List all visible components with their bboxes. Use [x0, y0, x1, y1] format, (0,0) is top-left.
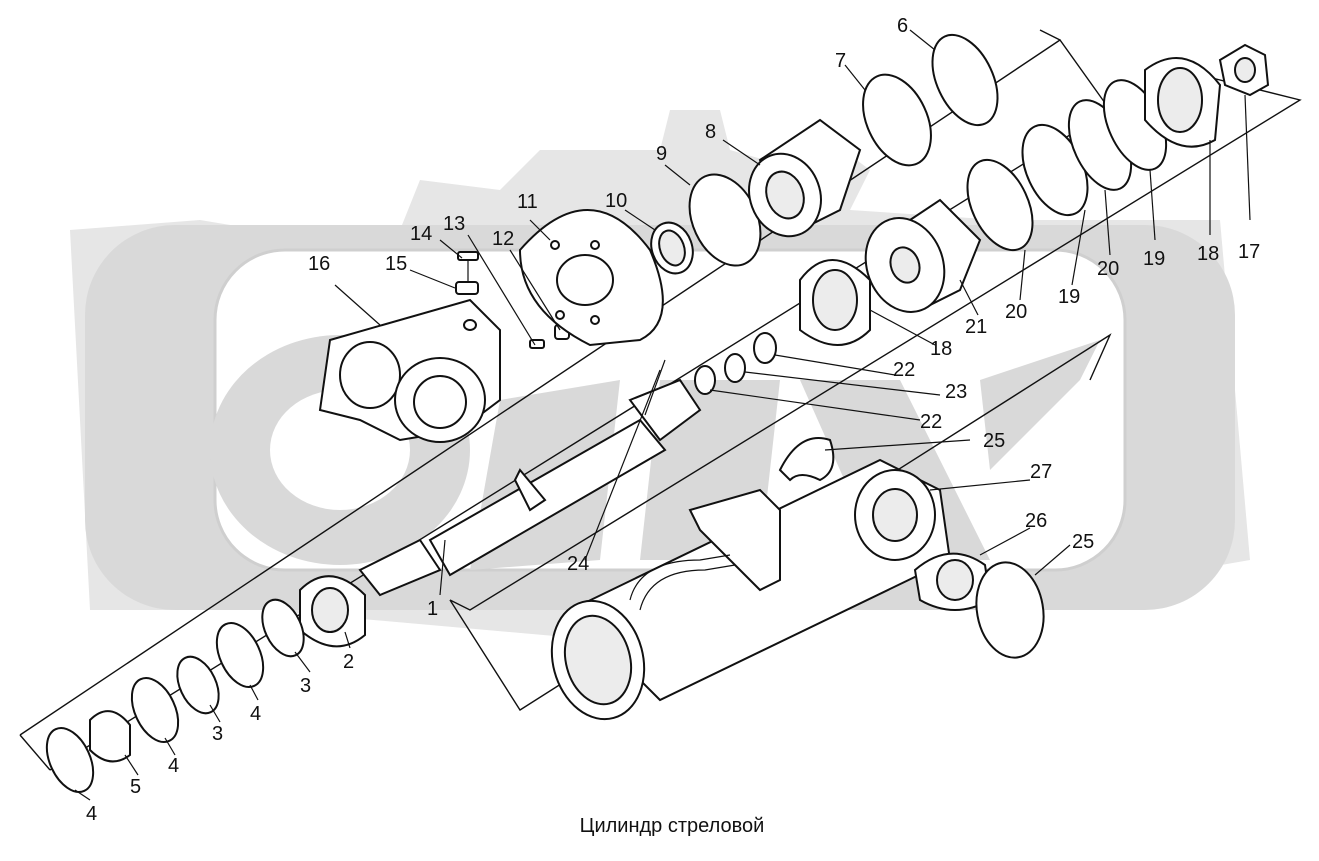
ring-part-10-inner	[658, 229, 686, 267]
rod-part-1	[358, 359, 702, 597]
ring-part-4-b	[130, 677, 180, 743]
seal-part-22-lower	[694, 365, 716, 395]
label-part-24: 24	[567, 553, 589, 575]
clip-part-25-upper	[778, 437, 835, 482]
label-part-23: 23	[945, 381, 967, 403]
cylinder-tube-part-27	[550, 458, 952, 721]
bushing-part-2	[299, 575, 366, 648]
flange-part-11	[518, 209, 664, 347]
ring-part-4-c	[45, 727, 95, 793]
bushing-part-18-upper	[1144, 57, 1222, 148]
ring-part-7	[862, 73, 932, 167]
seal-part-23	[724, 353, 746, 383]
label-part-7: 7	[835, 50, 846, 72]
label-part-5: 5	[130, 776, 141, 798]
bushing-part-18-lower	[799, 259, 871, 346]
label-part-13: 13	[443, 213, 465, 235]
label-part-21: 21	[965, 316, 987, 338]
bushing-part-26	[913, 552, 992, 611]
label-part-25-lower: 25	[1072, 531, 1094, 553]
label-part-26: 26	[1025, 510, 1047, 532]
label-part-16: 16	[308, 253, 330, 275]
clevis-part-16	[318, 298, 501, 443]
label-part-9: 9	[656, 143, 667, 165]
label-part-3-b: 3	[212, 723, 223, 745]
ring-part-6	[931, 33, 999, 127]
ring-part-3-b	[176, 655, 220, 715]
part-number-labels: 6 7 8 9 10 11 12 13 14 15 16 17 18 19 20…	[86, 15, 1260, 825]
label-part-8: 8	[705, 121, 716, 143]
label-part-10: 10	[605, 190, 627, 212]
bushing-part-5	[89, 710, 131, 763]
label-part-20-lower: 20	[1005, 301, 1027, 323]
label-part-4-c: 4	[86, 803, 97, 825]
ring-part-4-a	[215, 622, 265, 688]
label-part-3-a: 3	[300, 675, 311, 697]
gland-part-8	[748, 118, 862, 238]
ring-part-20-a	[966, 158, 1034, 252]
label-part-22-upper: 22	[893, 359, 915, 381]
diagram-caption: Цилиндр стреловой	[580, 815, 765, 837]
seal-part-22-upper	[753, 332, 777, 364]
ring-part-3-a	[261, 598, 305, 658]
label-part-14: 14	[410, 223, 432, 245]
label-part-18-upper: 18	[1197, 243, 1219, 265]
leader-lines	[74, 29, 1251, 801]
piston-part-21	[864, 198, 982, 313]
ring-part-25-lower	[975, 561, 1045, 659]
nut-part-17	[1218, 43, 1270, 97]
label-part-4-a: 4	[250, 703, 261, 725]
label-part-15: 15	[385, 253, 407, 275]
label-part-18-lower: 18	[930, 338, 952, 360]
label-part-11: 11	[517, 191, 538, 213]
label-part-1: 1	[427, 598, 438, 620]
label-part-20-upper: 20	[1097, 258, 1119, 280]
label-part-22-lower: 22	[920, 411, 942, 433]
label-part-4-b: 4	[168, 755, 179, 777]
label-part-27: 27	[1030, 461, 1052, 483]
label-part-6: 6	[897, 15, 908, 37]
label-part-12: 12	[492, 228, 514, 250]
label-part-19-upper: 19	[1143, 248, 1165, 270]
label-part-2: 2	[343, 651, 354, 673]
label-part-17: 17	[1238, 241, 1260, 263]
label-part-25-upper: 25	[983, 430, 1005, 452]
label-part-19-lower: 19	[1058, 286, 1080, 308]
